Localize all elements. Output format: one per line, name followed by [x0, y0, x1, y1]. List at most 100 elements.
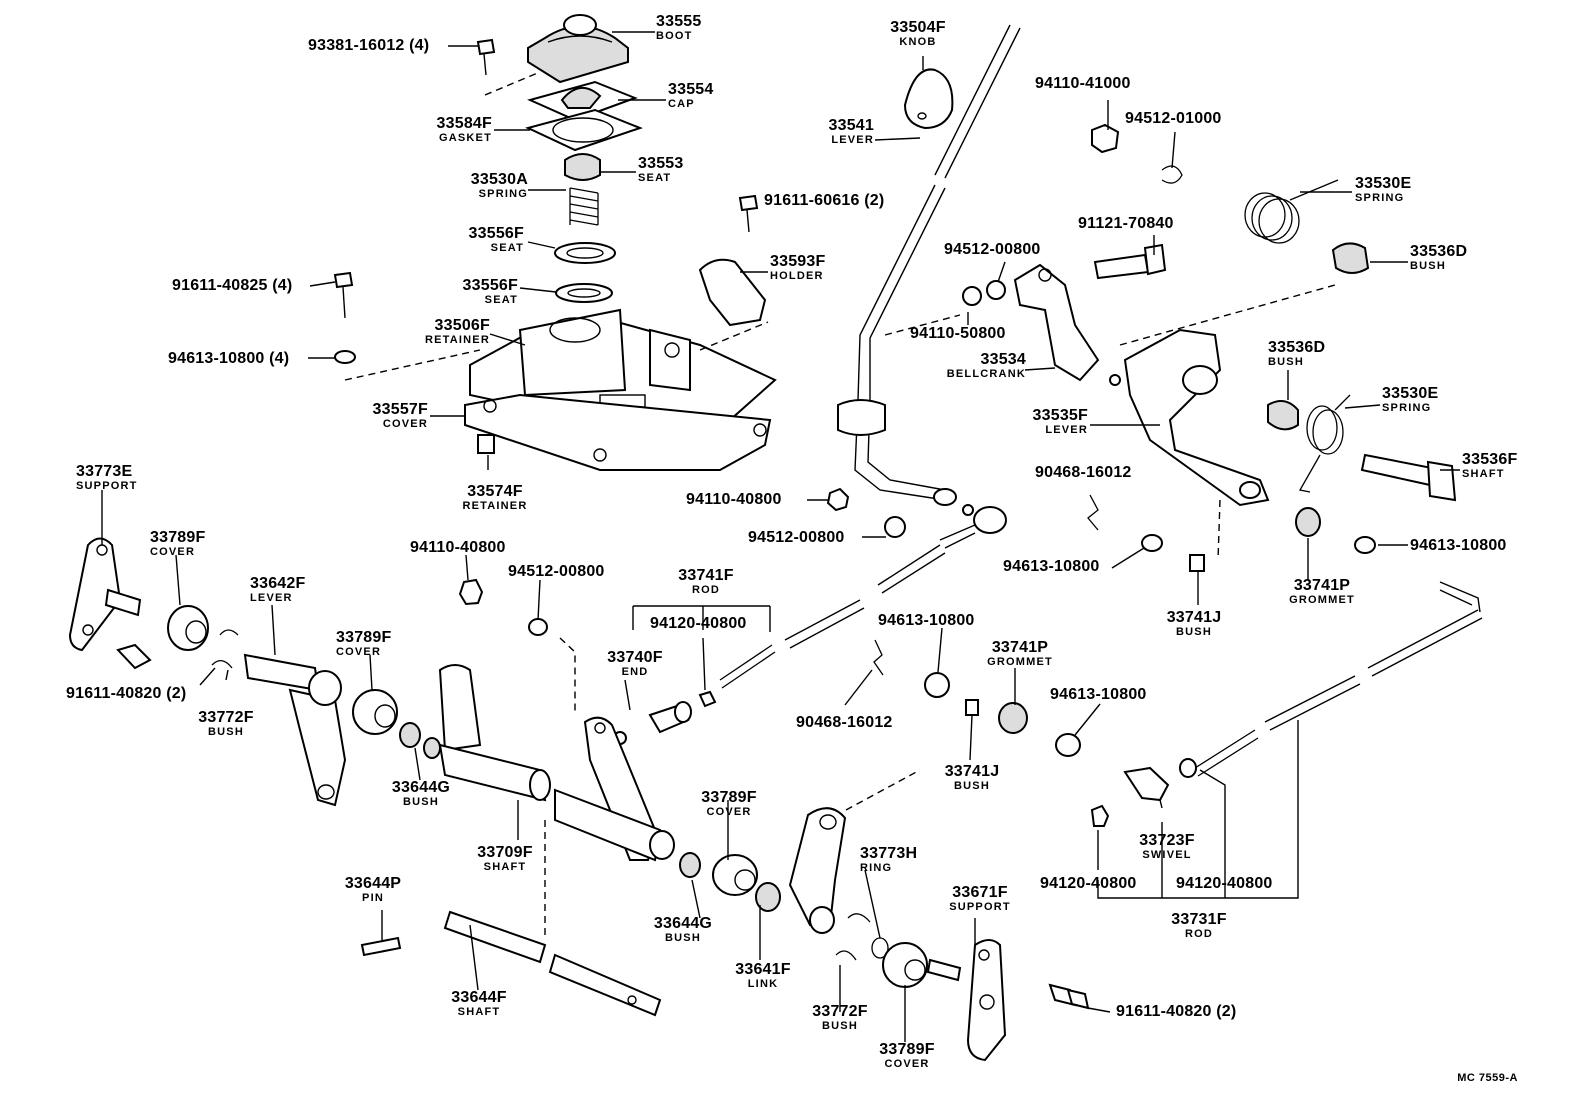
left-support-part — [68, 537, 142, 652]
cover-part-lower-right — [882, 942, 962, 988]
seat-part-middle — [554, 242, 616, 264]
bolt-part-left — [116, 643, 152, 670]
label-91611-40820-b: 91611-40820 (2) — [1116, 1003, 1237, 1020]
spring-part — [569, 187, 599, 226]
bolt-part-right — [1093, 243, 1167, 280]
bush-part-upper — [1331, 242, 1370, 274]
label-94613-10800-c: 94613-10800 — [1410, 537, 1507, 554]
label-90468-16012-a: 90468-16012 — [1035, 464, 1132, 481]
diagram-code: MC 7559-A — [1457, 1072, 1518, 1084]
label-94110-41000: 94110-41000 — [1035, 75, 1131, 92]
guide-line — [699, 321, 769, 351]
bush-part-middle — [1267, 400, 1299, 431]
label-94120-40800-c: 94120-40800 — [1176, 875, 1273, 892]
pin-part — [360, 936, 402, 957]
seat-part-upper — [564, 153, 601, 181]
guide-line — [1217, 499, 1221, 561]
rod-end-part — [613, 690, 717, 745]
label-94120-40800-b: 94120-40800 — [1040, 875, 1137, 892]
label-91611-40820-a: 91611-40820 (2) — [66, 685, 187, 702]
gasket-part — [525, 108, 643, 152]
bolt-part-lower-right — [1048, 983, 1090, 1010]
swivel-part — [1090, 766, 1170, 827]
label-94110-50800: 94110-50800 — [910, 325, 1006, 342]
grommet-bush-parts-right — [1189, 507, 1321, 572]
label-91611-60616: 91611-60616 (2) — [764, 192, 885, 209]
shift-lever-part — [837, 24, 1021, 506]
right-support-part — [966, 939, 1007, 1062]
washer-spring-part — [1161, 165, 1183, 184]
label-90468-16012-b: 90468-16012 — [796, 714, 893, 731]
lower-bush-covers — [679, 852, 781, 912]
knob-part — [903, 68, 954, 130]
label-94120-40800-a: 94120-40800 — [650, 615, 747, 632]
label-91121-70840: 91121-70840 — [1078, 215, 1174, 232]
label-94110-40800-b: 94110-40800 — [410, 539, 506, 556]
label-94613-10800-e: 94613-10800 — [1050, 686, 1147, 703]
guide-line — [559, 637, 576, 712]
cover-part-left-2 — [352, 689, 398, 735]
label-94512-00800-b: 94512-00800 — [748, 529, 845, 546]
label-94512-01000: 94512-01000 — [1125, 110, 1222, 127]
connecting-rod-part — [719, 504, 1007, 689]
lever-part-left — [243, 653, 347, 807]
spring-part-right — [1298, 394, 1351, 493]
torsion-spring-part — [1244, 179, 1339, 244]
lower-rod-part — [1179, 581, 1483, 778]
guide-line — [884, 314, 961, 336]
shaft-part-right — [1360, 453, 1457, 502]
label-94512-00800-c: 94512-00800 — [508, 563, 605, 580]
guide-line — [1119, 284, 1336, 346]
right-lever-part — [1109, 328, 1270, 507]
label-94613-10800-d: 94613-10800 — [878, 612, 975, 629]
guide-line — [845, 769, 921, 811]
holder-part — [698, 258, 767, 327]
nut-washer-center — [826, 487, 906, 538]
boot-part — [527, 14, 629, 84]
label-94512-00800-a: 94512-00800 — [944, 241, 1041, 258]
clip-part-left — [211, 629, 239, 669]
label-91611-40825: 91611-40825 (4) — [172, 277, 293, 294]
cover-part-left-1 — [167, 605, 209, 651]
cap-part — [527, 80, 638, 122]
cover-plate-part — [464, 393, 772, 471]
